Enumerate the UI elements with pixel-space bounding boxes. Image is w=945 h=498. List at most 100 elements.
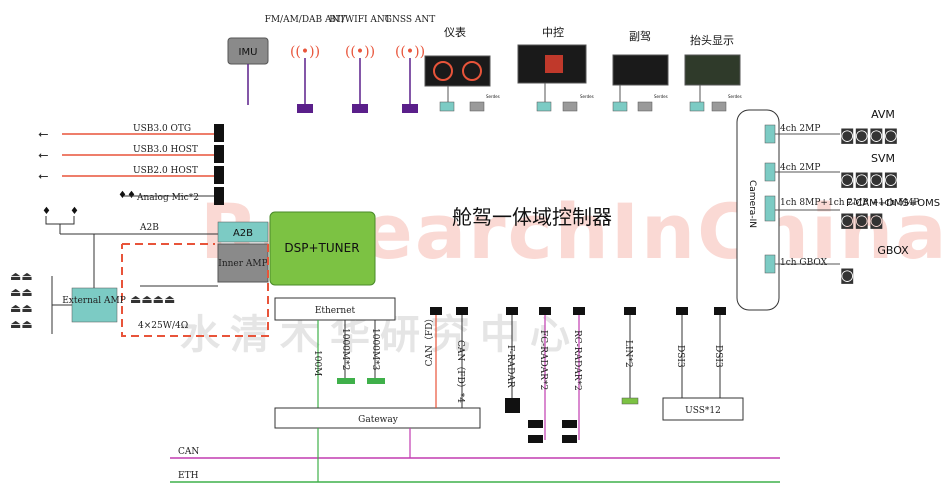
speaker-group-external: ⏏⏏ ⏏⏏ ⏏⏏ ⏏⏏ — [10, 269, 72, 334]
speaker-ext-bracket — [51, 276, 72, 334]
interface-fradar-device — [505, 398, 520, 413]
speaker-icons-ext-4: ⏏⏏ — [10, 317, 33, 331]
interface-ports: CAN（FD）*4 F-RADAR FC-RADAR*2 RC-RADAR*2 … — [430, 307, 744, 443]
a2b-section: ♦ ♦ A2B A2B — [42, 206, 269, 243]
display-cluster-serdes: Serdes — [486, 94, 500, 99]
interface-port-lin — [624, 307, 636, 315]
antenna-bt-port — [352, 104, 368, 113]
camera-groups: AVM ◙◙◙◙ SVM ◙◙◙◙ F-CAM+DMS+OMS ◙◙◙ GBOX… — [840, 108, 940, 284]
inner-amp-block — [217, 243, 269, 283]
display-hud-port-teal — [689, 101, 705, 112]
uss-box — [662, 397, 744, 421]
analog-mic-label: Analog Mic*2 — [136, 193, 199, 203]
speaker-icons-ext-1: ⏏⏏ — [10, 269, 33, 283]
camera-icons-svm: ◙◙◙◙ — [840, 170, 898, 188]
eth-bus-label: ETH — [178, 471, 199, 481]
speaker-icons-ext-2: ⏏⏏ — [10, 285, 33, 299]
usb-section: ⭠ USB3.0 OTG ⭠ USB3.0 HOST ⭠ USB2.0 HOST… — [38, 124, 224, 205]
external-amp-block — [71, 287, 118, 323]
antenna-gnss-port — [402, 104, 418, 113]
camera-channel-2: 4ch 2MP — [780, 163, 820, 173]
display-hud-serdes: Serdes — [728, 94, 742, 99]
camera-port-3 — [764, 195, 776, 222]
display-cluster-port-gray — [469, 101, 485, 112]
usb-port-3 — [214, 166, 224, 184]
interface-lin-label: LIN*2 — [623, 340, 633, 368]
interface-port-dsi3-1 — [676, 307, 688, 315]
ethernet-links: 100M 1000M*2 1000M*3 — [312, 320, 385, 410]
display-passenger-port-teal — [612, 101, 628, 112]
display-cluster-label: 仪表 — [444, 25, 466, 39]
can-fd-label: CAN（FD） — [424, 314, 435, 367]
interface-fradar-label: F-RADAR — [505, 345, 515, 388]
camera-group-gbox: GBOX — [877, 244, 909, 257]
camera-channels: 4ch 2MP 4ch 2MP 1ch 8MP+1ch 2MP +1ch 5MP… — [764, 124, 919, 274]
display-center-port-teal — [536, 101, 552, 112]
display-center-port-gray — [562, 101, 578, 112]
speaker-group-inner: ⏏⏏⏏⏏ 4×25W/4Ω — [130, 285, 218, 331]
display-cluster-screen — [424, 55, 491, 87]
ethernet-box — [274, 297, 396, 321]
interface-rcradar-device-2 — [562, 435, 577, 443]
antenna-fm-icon: ((•)) — [290, 44, 320, 60]
a2b-block-label: A2B — [233, 228, 253, 239]
camera-channel-4: 1ch GBOX — [780, 258, 828, 268]
interface-port-rcradar — [573, 307, 585, 315]
a2b-line-label: A2B — [139, 223, 159, 233]
display-center-label: 中控 — [542, 25, 564, 39]
external-amp-label: External AMP — [62, 296, 126, 306]
camera-group-svm: SVM — [871, 152, 895, 165]
camera-icons-avm: ◙◙◙◙ — [840, 126, 898, 144]
can-bus-label: CAN — [178, 447, 199, 457]
interface-port-can-top — [456, 307, 468, 315]
interface-fcradar-device-2 — [528, 435, 543, 443]
display-hud-screen — [684, 54, 741, 86]
display-passenger-label: 副驾 — [629, 30, 651, 43]
usb-icon-1: ⭠ — [38, 127, 48, 142]
display-center-glow — [545, 55, 563, 73]
dsp-tuner-label: DSP+TUNER — [284, 241, 359, 255]
interface-port-can — [430, 307, 442, 315]
display-passenger-port-gray — [637, 101, 653, 112]
antenna-bt: BT/WIFI ANT ((•)) — [329, 15, 391, 113]
gateway-box — [274, 407, 481, 429]
antenna-gnss-label: GNSS ANT — [385, 15, 435, 25]
eth-link-1000m2-port — [337, 378, 355, 384]
a2b-mic-bracket — [45, 216, 75, 234]
antenna-gnss: GNSS ANT ((•)) — [385, 15, 435, 113]
camera-group-avm: AVM — [871, 108, 895, 121]
interface-fcradar-device-1 — [528, 420, 543, 428]
speaker-icons-inner: ⏏⏏⏏⏏ — [130, 292, 175, 306]
display-cluster-port-teal — [439, 101, 455, 112]
display-passenger-serdes: Serdes — [654, 94, 668, 99]
usb-port-2 — [214, 145, 224, 163]
usb-icon-2: ⭠ — [38, 148, 48, 163]
display-center: 中控 Serdes — [517, 25, 594, 112]
usb-label-1: USB3.0 OTG — [133, 124, 191, 134]
antenna-fm: FM/AM/DAB ANT ((•)) — [265, 15, 346, 113]
camera-port-1 — [764, 124, 776, 144]
interface-port-fcradar — [539, 307, 551, 315]
camera-group-fcam: F-CAM+DMS+OMS — [846, 198, 940, 209]
camera-icons-fcam: ◙◙◙ — [840, 211, 884, 229]
usb-label-3: USB2.0 HOST — [133, 166, 198, 176]
interface-dsi3-2-label: DSI3 — [713, 345, 723, 368]
interface-dsi3-1-label: DSI3 — [675, 345, 685, 368]
antenna-fm-label: FM/AM/DAB ANT — [265, 15, 346, 25]
camera-port-4 — [764, 254, 776, 274]
a2b-mic-icon-1: ♦ — [42, 206, 51, 217]
interface-rcradar-device-1 — [562, 420, 577, 428]
antenna-bt-icon: ((•)) — [345, 44, 375, 60]
interface-fcradar-label: FC-RADAR*2 — [538, 330, 548, 390]
interface-port-fradar — [506, 307, 518, 315]
imu-label: IMU — [239, 47, 258, 58]
analog-mic-port — [214, 187, 224, 205]
camera-icons-gbox: ◙ — [840, 266, 855, 284]
display-passenger: 副驾 Serdes — [612, 30, 669, 112]
speaker-spec: 4×25W/4Ω — [138, 321, 188, 331]
dsp-tuner-block — [269, 211, 376, 286]
display-cluster-gauge-right — [462, 61, 482, 81]
a2b-block — [217, 221, 269, 243]
display-cluster: 仪表 Serdes — [424, 25, 500, 112]
